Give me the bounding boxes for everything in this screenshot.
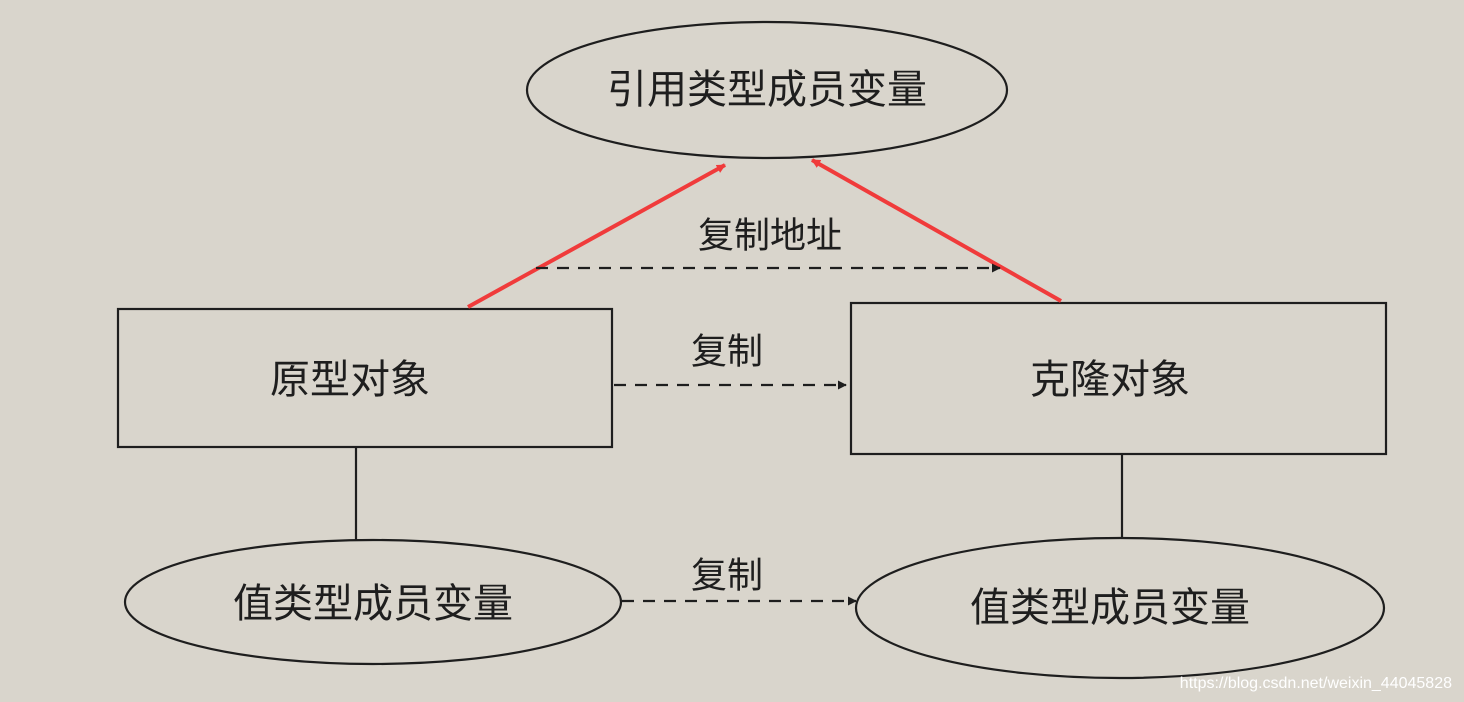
node-ref-member-label: 引用类型成员变量 <box>607 67 927 113</box>
watermark-text: https://blog.csdn.net/weixin_44045828 <box>1180 675 1452 692</box>
ref-arrow-from-clone <box>811 158 1062 303</box>
ref-arrow-from-prototype <box>467 163 726 309</box>
node-prototype: 原型对象 <box>116 307 614 449</box>
node-value-member-right: 值类型成员变量 <box>854 536 1386 680</box>
edge-copy-address-label: 复制地址 <box>698 216 842 257</box>
node-ref-member: 引用类型成员变量 <box>525 20 1009 160</box>
edge-copy-value-label: 复制 <box>691 556 763 597</box>
node-value-member-right-label: 值类型成员变量 <box>970 585 1250 631</box>
node-value-member-left: 值类型成员变量 <box>123 538 623 666</box>
node-prototype-label: 原型对象 <box>270 357 430 403</box>
node-clone-label: 克隆对象 <box>1030 357 1190 403</box>
node-clone: 克隆对象 <box>849 301 1388 456</box>
edge-copy-object-label: 复制 <box>691 332 763 373</box>
node-value-member-left-label: 值类型成员变量 <box>233 581 513 627</box>
